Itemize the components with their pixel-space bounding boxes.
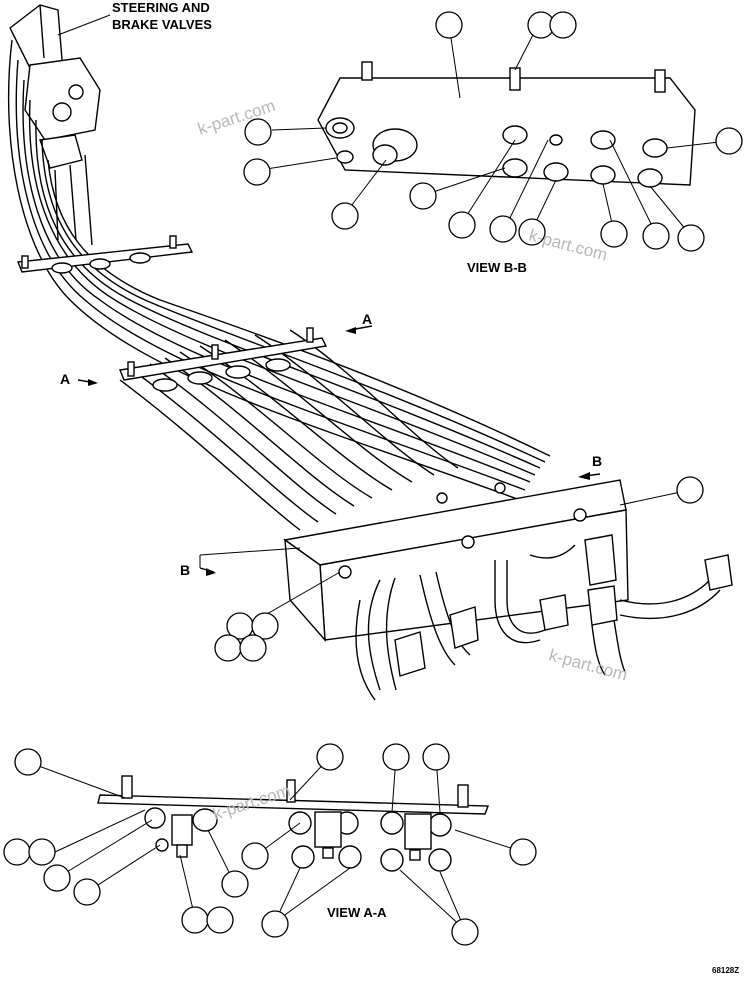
view-aa-label: VIEW A-A xyxy=(327,905,387,920)
section-a-markers: A A xyxy=(60,311,373,387)
watermark: k-part.com xyxy=(527,226,609,265)
middle-clamp-plate xyxy=(119,327,328,392)
section-b-upper-label: B xyxy=(592,453,602,469)
section-b-markers: B B xyxy=(180,453,602,578)
upper-clamp-plate xyxy=(17,235,194,274)
drawing-code: 68128Z xyxy=(712,966,739,975)
view-aa-detail xyxy=(97,775,489,872)
section-a-lower-label: A xyxy=(60,371,70,387)
section-b-lower-label: B xyxy=(180,562,190,578)
steering-brake-valve-assembly xyxy=(9,4,101,246)
bulkhead-hoses xyxy=(355,534,733,701)
callout-circles xyxy=(3,11,743,946)
steering-label-line2: BRAKE VALVES xyxy=(112,17,212,32)
section-a-upper-label: A xyxy=(362,311,372,327)
view-bb-detail xyxy=(317,61,696,188)
hose-bundle xyxy=(7,39,551,531)
watermark: k-part.com xyxy=(210,781,292,824)
steering-label-line1: STEERING AND xyxy=(112,0,210,15)
watermark: k-part.com xyxy=(547,646,629,685)
view-bb-label: VIEW B-B xyxy=(467,260,527,275)
